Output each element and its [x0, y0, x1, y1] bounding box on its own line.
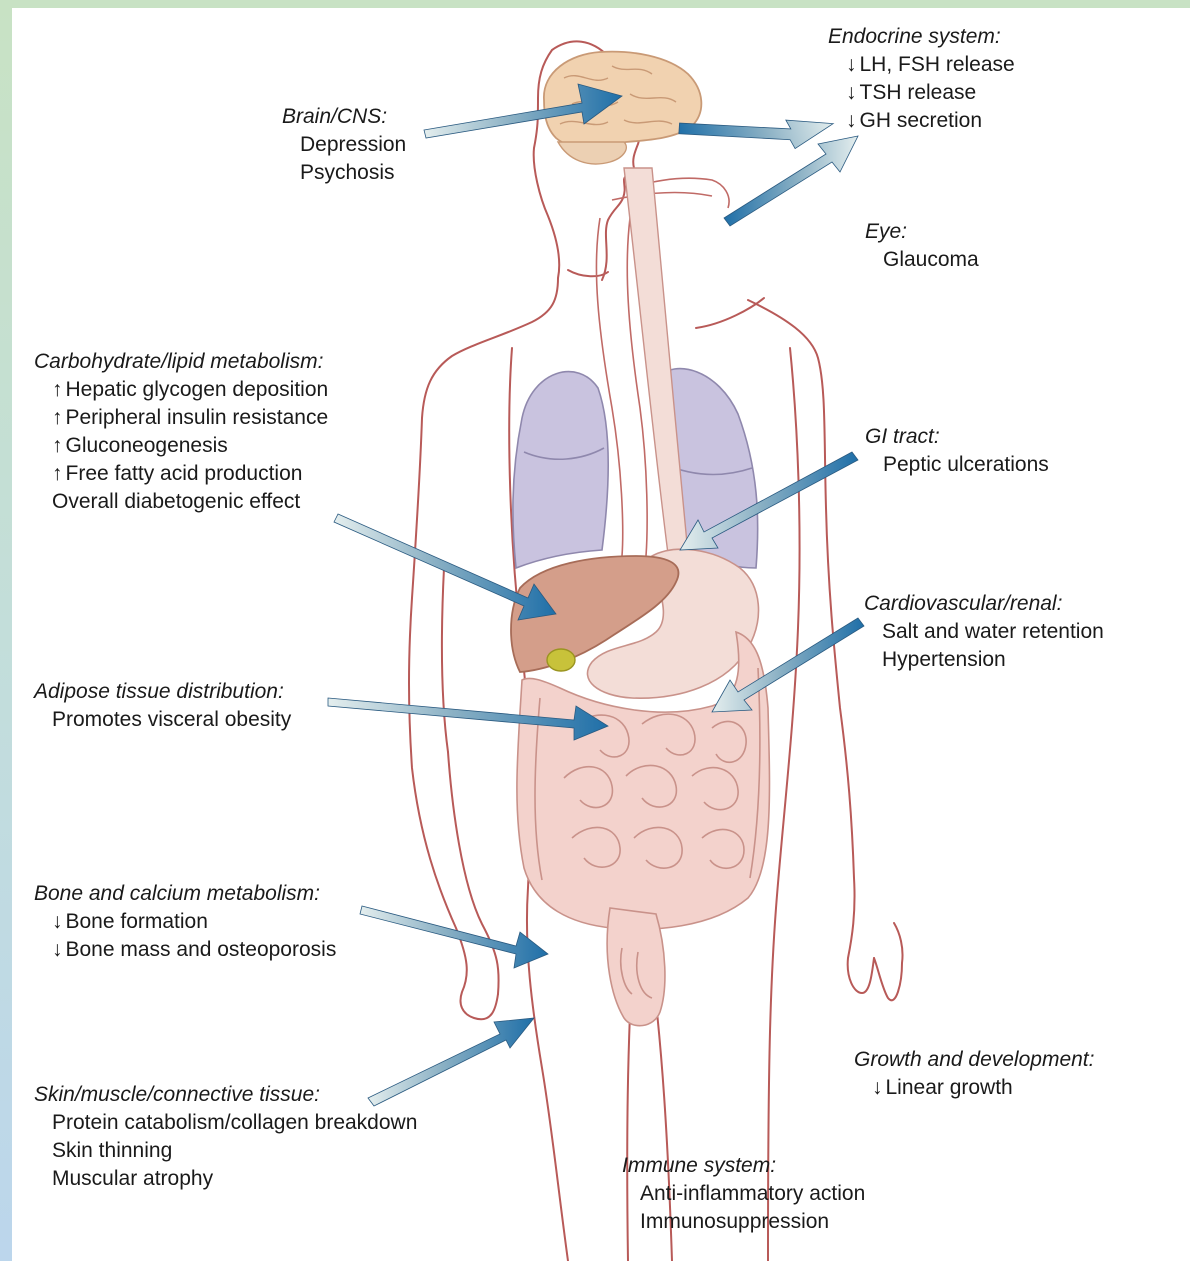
brain-cns-heading: Brain/CNS:: [282, 103, 406, 131]
eye-item: Glaucoma: [865, 246, 979, 274]
bone-heading: Bone and calcium metabolism:: [34, 880, 336, 908]
brain-cns-label: Brain/CNS: Depression Psychosis: [282, 103, 406, 187]
immune-item: Anti-inflammatory action: [622, 1180, 865, 1208]
carb-item: Free fatty acid production: [34, 460, 328, 488]
carb-lipid-label: Carbohydrate/lipid metabolism: Hepatic g…: [34, 348, 328, 516]
growth-label: Growth and development: Linear growth: [854, 1046, 1094, 1102]
carb-item: Gluconeogenesis: [34, 432, 328, 460]
lungs: [513, 369, 758, 568]
gi-heading: GI tract:: [865, 423, 1049, 451]
growth-item: Linear growth: [854, 1074, 1094, 1102]
immune-item: Immunosuppression: [622, 1208, 865, 1236]
brain-item: Depression: [282, 131, 406, 159]
cardio-heading: Cardiovascular/renal:: [864, 590, 1104, 618]
carb-item: Hepatic glycogen deposition: [34, 376, 328, 404]
endocrine-label: Endocrine system: LH, FSH release TSH re…: [828, 23, 1015, 135]
endocrine-item: GH secretion: [828, 107, 1015, 135]
eye-label: Eye: Glaucoma: [865, 218, 979, 274]
bone-item: Bone formation: [34, 908, 336, 936]
endocrine-heading: Endocrine system:: [828, 23, 1015, 51]
bone-item: Bone mass and osteoporosis: [34, 936, 336, 964]
bone-calcium-label: Bone and calcium metabolism: Bone format…: [34, 880, 336, 964]
endocrine-item: TSH release: [828, 79, 1015, 107]
skin-item: Skin thinning: [34, 1137, 417, 1165]
gi-tract-label: GI tract: Peptic ulcerations: [865, 423, 1049, 479]
arrow-eye: [724, 136, 858, 226]
adipose-label: Adipose tissue distribution: Promotes vi…: [34, 678, 291, 734]
adipose-item: Promotes visceral obesity: [34, 706, 291, 734]
carb-item: Peripheral insulin resistance: [34, 404, 328, 432]
cardio-item: Hypertension: [864, 646, 1104, 674]
skin-muscle-label: Skin/muscle/connective tissue: Protein c…: [34, 1081, 417, 1193]
growth-heading: Growth and development:: [854, 1046, 1094, 1074]
carb-heading: Carbohydrate/lipid metabolism:: [34, 348, 328, 376]
arrow-bone: [360, 906, 548, 968]
immune-heading: Immune system:: [622, 1152, 865, 1180]
brain-item: Psychosis: [282, 159, 406, 187]
skin-item: Muscular atrophy: [34, 1165, 417, 1193]
gallbladder: [547, 649, 575, 671]
adipose-heading: Adipose tissue distribution:: [34, 678, 291, 706]
immune-label: Immune system: Anti-inflammatory action …: [622, 1152, 865, 1236]
skin-heading: Skin/muscle/connective tissue:: [34, 1081, 417, 1109]
diagram-canvas: Brain/CNS: Depression Psychosis Endocrin…: [12, 8, 1190, 1261]
cardio-renal-label: Cardiovascular/renal: Salt and water ret…: [864, 590, 1104, 674]
eye-heading: Eye:: [865, 218, 979, 246]
carb-item: Overall diabetogenic effect: [34, 488, 328, 516]
cardio-item: Salt and water retention: [864, 618, 1104, 646]
skin-item: Protein catabolism/collagen breakdown: [34, 1109, 417, 1137]
endocrine-item: LH, FSH release: [828, 51, 1015, 79]
gi-item: Peptic ulcerations: [865, 451, 1049, 479]
